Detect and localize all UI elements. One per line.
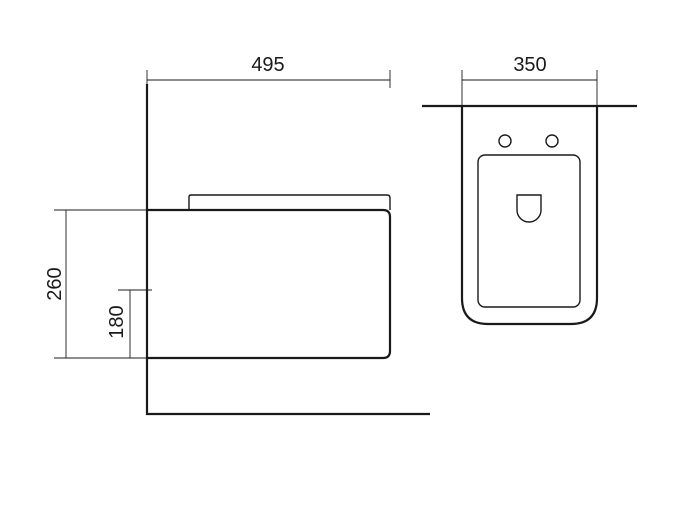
dimension-outlet-height: 180 bbox=[106, 289, 152, 358]
mounting-hole-right-icon bbox=[545, 134, 559, 148]
dimension-side-height: 260 bbox=[44, 209, 147, 359]
side-seat-lid bbox=[188, 194, 391, 210]
dim-width-label: 350 bbox=[513, 54, 546, 76]
dim-height-label: 260 bbox=[44, 267, 66, 300]
top-bowl-inner bbox=[477, 154, 581, 308]
side-view: 495 260 180 bbox=[44, 54, 430, 416]
dimension-front-width: 350 bbox=[461, 54, 598, 106]
dim-length-label: 495 bbox=[251, 54, 284, 76]
dimension-side-length: 495 bbox=[146, 54, 391, 88]
drain-outlet-icon bbox=[516, 194, 542, 223]
dim-outlet-label: 180 bbox=[106, 305, 128, 338]
top-view: 350 bbox=[422, 54, 637, 326]
side-bowl-body bbox=[147, 208, 392, 360]
mounting-hole-left-icon bbox=[498, 134, 512, 148]
top-bowl-outline bbox=[460, 106, 599, 326]
